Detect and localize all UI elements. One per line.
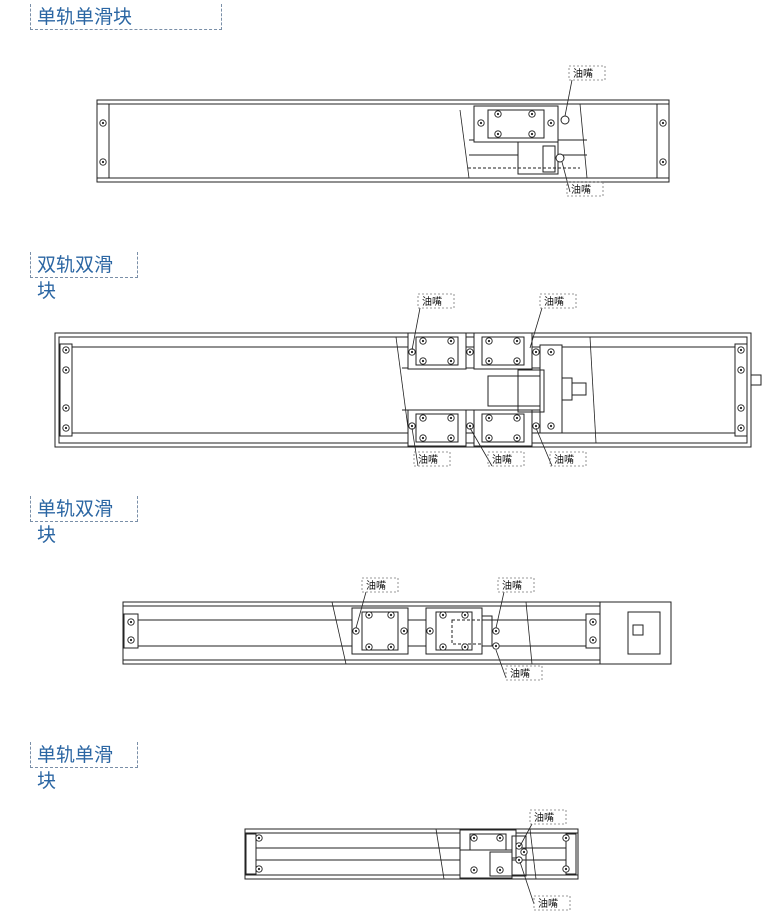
callout-label-3b: 油嘴 [502, 579, 522, 592]
drawing-single-rail-single-slider-bottom [244, 828, 579, 880]
callout-label-4a: 油嘴 [534, 811, 554, 824]
drawing-3-callouts [355, 577, 543, 681]
callout-label-2a: 油嘴 [422, 295, 442, 308]
drawing-double-rail-double-slider [54, 332, 762, 448]
callout-label-2c: 油嘴 [418, 453, 438, 466]
drawing-4-callouts [519, 809, 571, 911]
drawing-2-callouts [411, 293, 587, 467]
section-title-1: 单轨单滑块 [30, 4, 222, 30]
callout-label-2b: 油嘴 [544, 295, 564, 308]
callout-label-1a: 油嘴 [573, 67, 593, 80]
section-title-3: 单轨双滑块 [30, 496, 138, 546]
section-title-2: 双轨双滑块 [30, 252, 138, 302]
callout-label-3a: 油嘴 [366, 579, 386, 592]
callout-label-1b: 油嘴 [571, 183, 591, 196]
callout-label-2d: 油嘴 [492, 453, 512, 466]
section-title-4: 单轨单滑块 [30, 742, 138, 792]
drawing-single-rail-single-slider-top [96, 99, 670, 183]
drawing-single-rail-double-slider [122, 601, 672, 665]
callout-label-3c: 油嘴 [510, 667, 530, 680]
callout-label-2e: 油嘴 [554, 453, 574, 466]
drawing-1-callouts [561, 65, 606, 197]
callout-label-4b: 油嘴 [538, 897, 558, 910]
